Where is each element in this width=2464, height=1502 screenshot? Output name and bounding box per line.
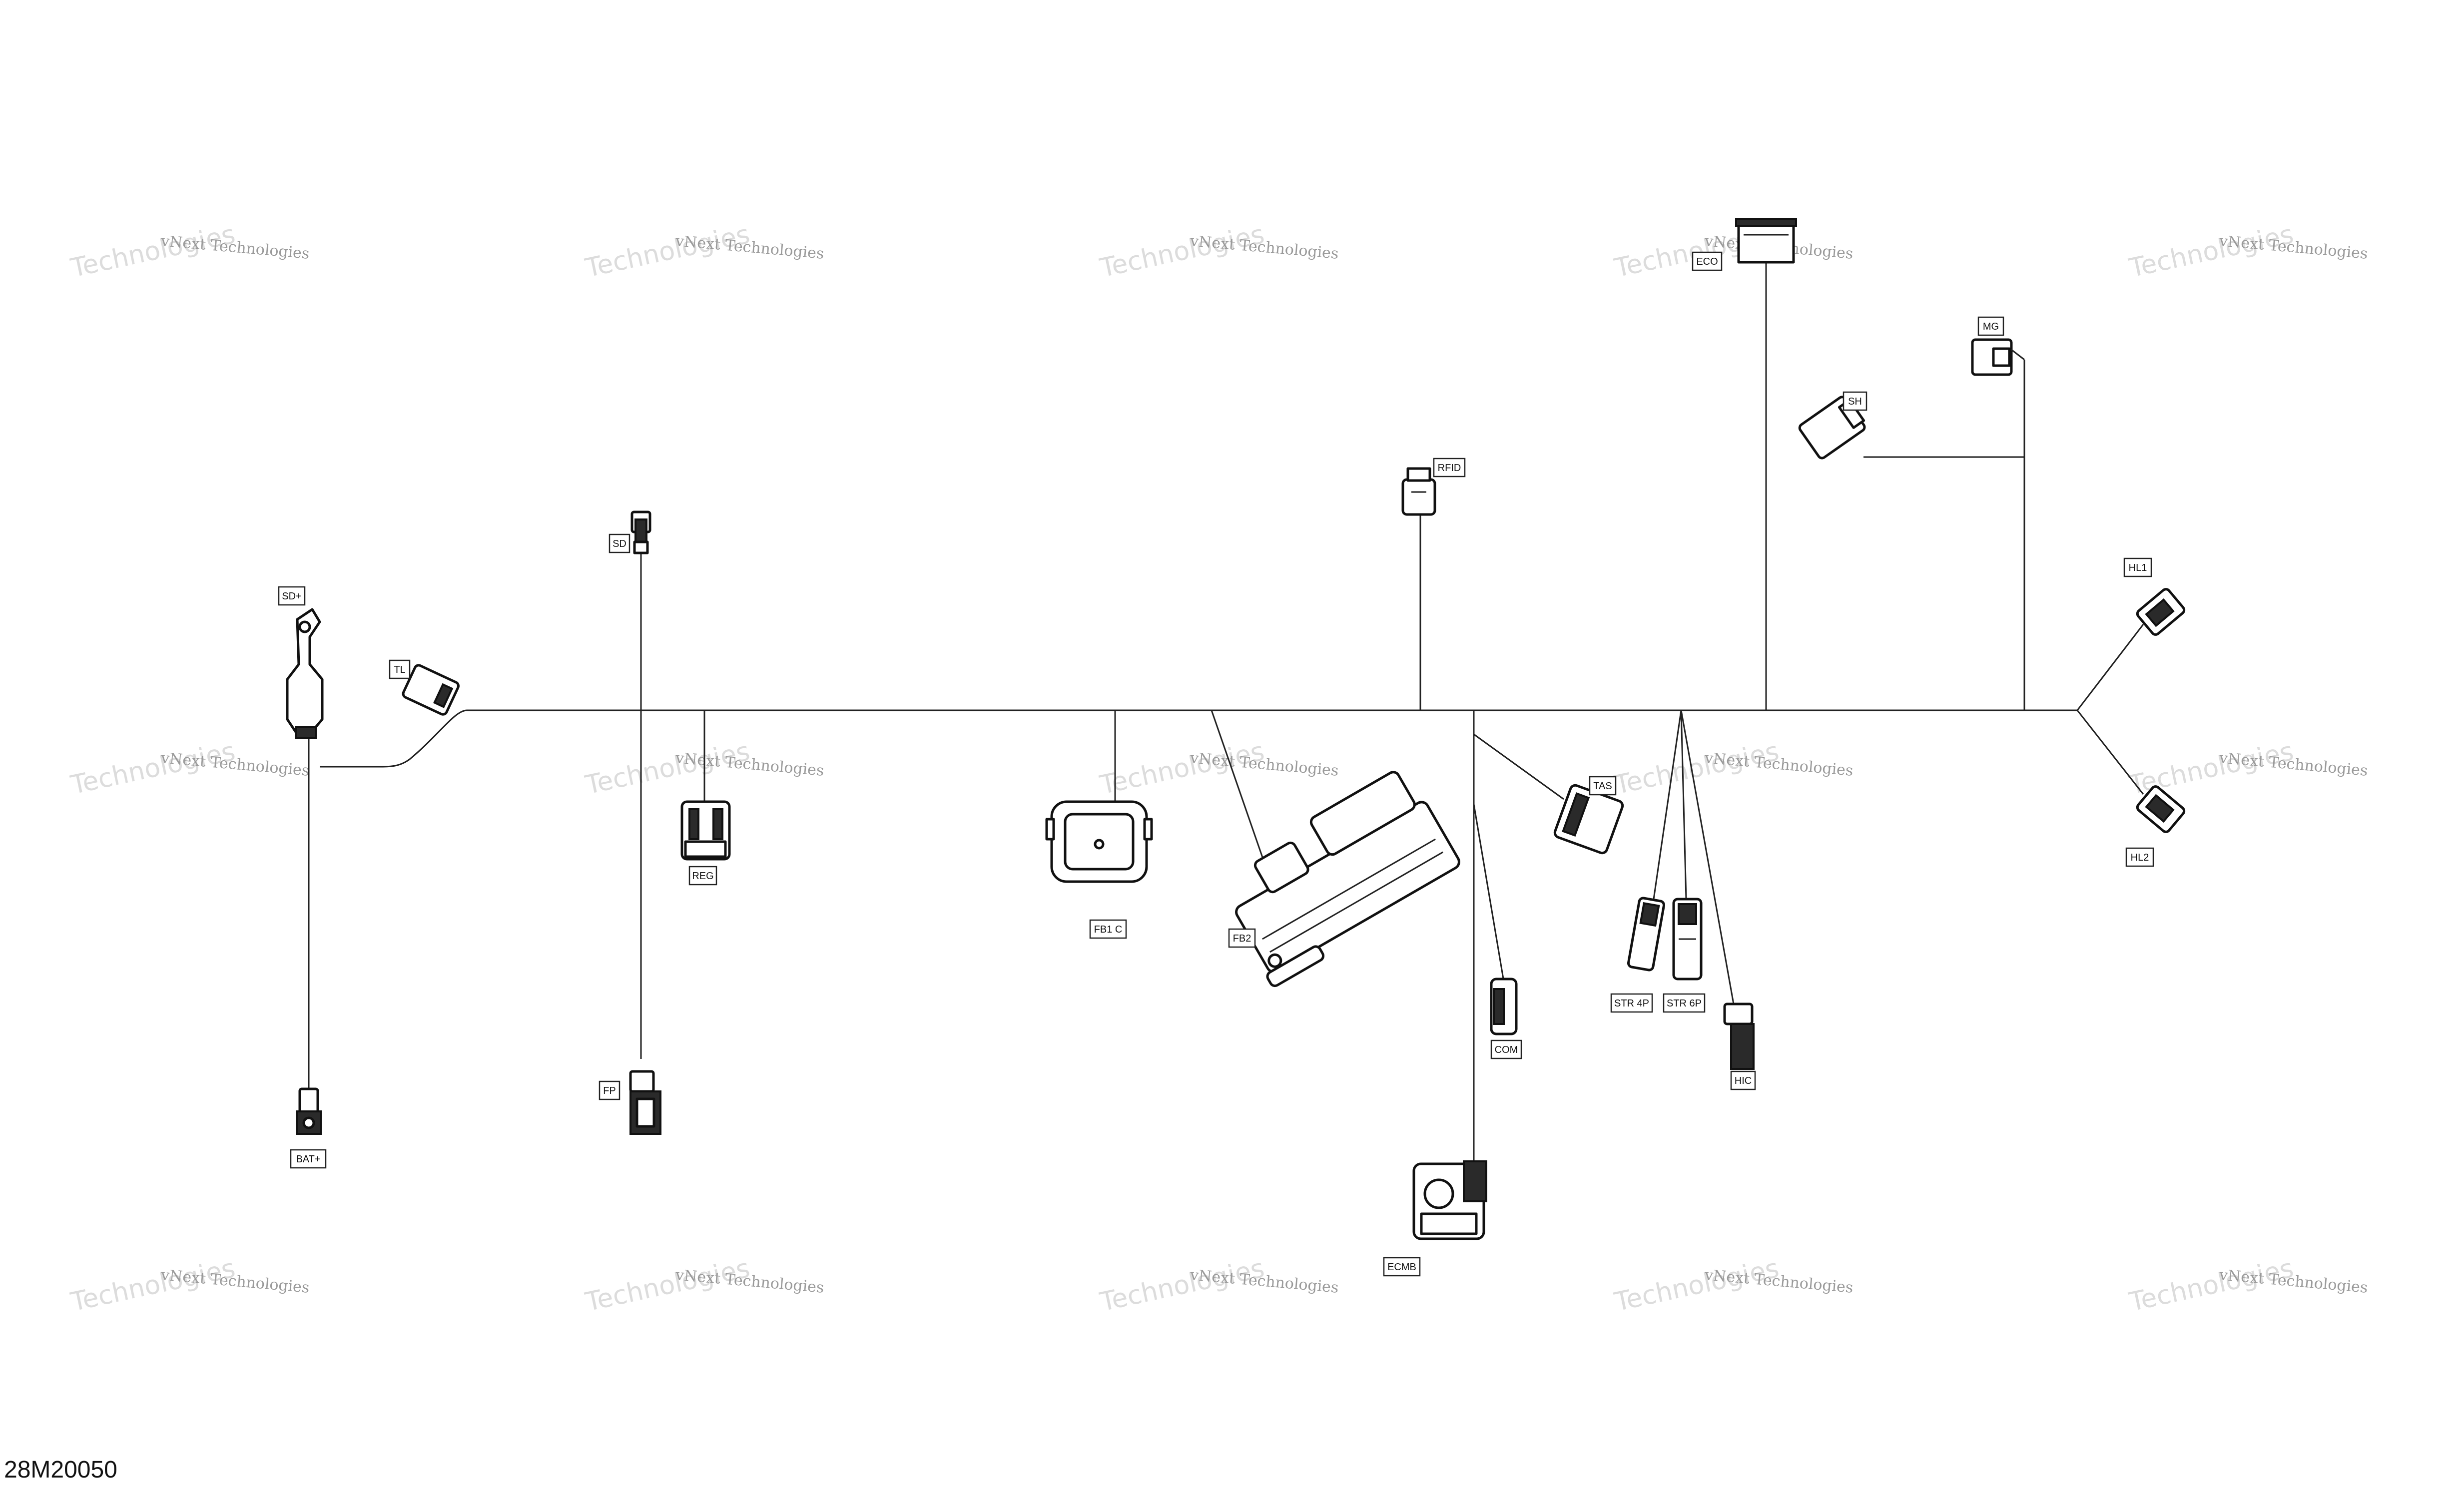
connector-parts	[286, 218, 2186, 1240]
fb1c-fuse-box[interactable]	[1045, 800, 1153, 883]
svg-text:RFID: RFID	[1438, 463, 1461, 474]
label-reg: REG	[688, 866, 717, 886]
svg-text:HL1: HL1	[2129, 562, 2147, 573]
label-fp: FP	[599, 1080, 620, 1100]
svg-text:MG: MG	[1983, 321, 1999, 332]
svg-text:HL2: HL2	[2131, 852, 2149, 863]
sd-plus-solenoid[interactable]	[286, 608, 324, 739]
label-hl1: HL1	[2123, 557, 2152, 577]
label-str6p: STR 6P	[1663, 993, 1706, 1013]
svg-text:COM: COM	[1495, 1044, 1518, 1055]
svg-text:HIC: HIC	[1735, 1075, 1752, 1086]
reg-regulator[interactable]	[680, 800, 731, 861]
label-sd-plus: SD+	[278, 586, 306, 606]
svg-text:FB2: FB2	[1233, 933, 1251, 944]
str4p-branch-wire	[1653, 710, 1682, 900]
svg-text:REG: REG	[692, 871, 713, 882]
sd-sensor[interactable]	[630, 510, 651, 554]
label-bat-plus: BAT+	[290, 1149, 327, 1169]
diagram-reference-number: 28M20050	[4, 1457, 117, 1483]
svg-text:ECO: ECO	[1696, 256, 1718, 267]
svg-text:ECMB: ECMB	[1387, 1262, 1416, 1273]
hl1-connector[interactable]	[2136, 587, 2186, 636]
svg-text:BAT+: BAT+	[296, 1154, 320, 1165]
rfid-connector[interactable]	[1401, 467, 1436, 516]
label-tl: TL	[389, 659, 411, 679]
fp-connector[interactable]	[629, 1070, 661, 1135]
label-hic: HIC	[1730, 1070, 1756, 1090]
svg-text:STR 4P: STR 4P	[1614, 998, 1649, 1009]
label-ecmb: ECMB	[1383, 1257, 1421, 1277]
svg-text:TAS: TAS	[1593, 781, 1612, 792]
tas-sensor[interactable]	[1553, 784, 1624, 855]
label-com: COM	[1490, 1039, 1522, 1059]
label-mg: MG	[1977, 316, 2004, 336]
svg-text:SH: SH	[1848, 396, 1862, 407]
label-sd: SD	[609, 533, 630, 553]
hl1-branch-wire	[2076, 624, 2144, 711]
svg-text:FB1 C: FB1 C	[1094, 924, 1123, 935]
eco-connector[interactable]	[1735, 218, 1797, 264]
tl-connector[interactable]	[402, 664, 460, 716]
label-fb1c: FB1 C	[1089, 919, 1127, 939]
label-fb2: FB2	[1228, 928, 1256, 948]
tas-branch-wire	[1473, 733, 1564, 800]
com-connector[interactable]	[1490, 978, 1518, 1035]
svg-text:SD: SD	[613, 538, 626, 549]
sd-plus-branch-wire	[320, 709, 473, 768]
hl2-connector[interactable]	[2136, 785, 2186, 833]
label-tas: TAS	[1589, 776, 1617, 796]
fb2-fuse-box[interactable]	[1210, 765, 1468, 988]
label-eco: ECO	[1692, 251, 1723, 271]
connector-labels: ECO MG SH RFID SD SD+ TL HL1 HL2 REG FB1…	[278, 251, 2154, 1277]
hl2-branch-wire	[2076, 710, 2144, 795]
hic-branch-wire	[1680, 710, 1735, 1004]
str6p-connector[interactable]	[1672, 898, 1703, 981]
label-hl2: HL2	[2125, 847, 2154, 867]
str4p-connector[interactable]	[1627, 897, 1666, 972]
fb2-branch-wire	[1211, 710, 1265, 862]
hic-connector[interactable]	[1723, 1002, 1755, 1070]
svg-text:FP: FP	[603, 1085, 616, 1096]
label-str4p: STR 4P	[1610, 993, 1653, 1013]
label-sh: SH	[1843, 391, 1867, 411]
ecmb-connector[interactable]	[1412, 1160, 1487, 1240]
label-rfid: RFID	[1433, 458, 1466, 478]
str6p-branch-wire	[1680, 710, 1687, 900]
harness-wires	[308, 260, 2144, 1161]
mg-connector[interactable]	[1971, 338, 2025, 376]
svg-text:STR 6P: STR 6P	[1667, 998, 1702, 1009]
bat-plus-terminal[interactable]	[296, 1087, 322, 1135]
com-branch-wire	[1473, 804, 1505, 982]
svg-text:SD+: SD+	[282, 591, 301, 602]
svg-text:TL: TL	[394, 664, 405, 675]
